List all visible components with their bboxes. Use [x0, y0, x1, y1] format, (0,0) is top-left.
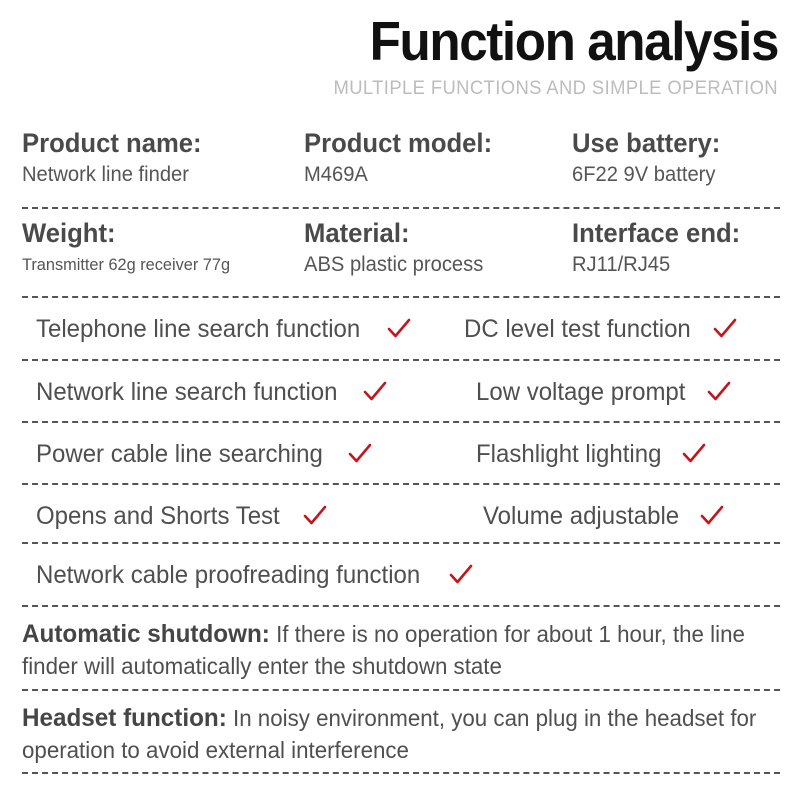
check-icon	[448, 562, 474, 588]
spec-cell-product-model: Product model: M469A	[304, 126, 572, 190]
check-icon	[362, 379, 388, 405]
feature-item: Opens and Shorts Test	[22, 501, 437, 531]
feature-item: Volume adjustable	[437, 501, 780, 531]
spec-label: Interface end:	[572, 218, 741, 248]
feature-row: Network line search function Low voltage…	[22, 361, 780, 423]
spec-cell-use-battery: Use battery: 6F22 9V battery	[572, 126, 780, 190]
feature-item: Network line search function	[22, 377, 446, 407]
feature-label: Flashlight lighting	[476, 440, 662, 468]
spec-value: M469A	[304, 163, 368, 186]
check-icon	[712, 316, 738, 342]
check-icon	[699, 503, 725, 529]
spec-cell-weight: Weight: Transmitter 62g receiver 77g	[22, 216, 304, 280]
header: Function analysis MULTIPLE FUNCTIONS AND…	[0, 0, 800, 102]
feature-label: Volume adjustable	[483, 502, 680, 530]
spec-label: Material:	[304, 218, 410, 248]
check-icon	[302, 503, 328, 529]
paragraph-body: If there is no operation for about 1 hou…	[22, 621, 745, 679]
feature-label: Power cable line searching	[36, 440, 323, 468]
spec-value: ABS plastic process	[304, 253, 484, 276]
divider	[22, 296, 780, 298]
headset-function-block: Headset function: In noisy environment, …	[22, 702, 780, 766]
divider	[22, 772, 780, 774]
divider	[22, 689, 780, 691]
spec-label: Product name:	[22, 128, 202, 158]
spec-value: Network line finder	[22, 163, 189, 186]
spec-row-1: Product name: Network line finder Produc…	[22, 126, 780, 190]
check-icon	[347, 441, 373, 467]
automatic-shutdown-block: Automatic shutdown: If there is no opera…	[22, 618, 780, 682]
feature-label: Network line search function	[36, 378, 338, 406]
paragraph-title: Headset function:	[22, 704, 227, 732]
feature-row: Telephone line search function DC level …	[22, 298, 780, 360]
feature-row: Opens and Shorts Test Volume adjustable	[22, 485, 780, 547]
divider	[22, 542, 780, 544]
feature-item: Telephone line search function	[22, 314, 464, 344]
spec-row-2: Weight: Transmitter 62g receiver 77g Mat…	[22, 216, 780, 280]
feature-item: Flashlight lighting	[446, 439, 780, 469]
feature-label: Opens and Shorts Test	[36, 502, 280, 530]
check-icon	[706, 379, 732, 405]
feature-item: Power cable line searching	[22, 439, 446, 469]
feature-item: DC level test function	[464, 314, 780, 344]
spec-value: RJ11/RJ45	[572, 253, 671, 276]
page-title: Function analysis	[369, 10, 780, 72]
feature-item: Network cable proofreading function	[22, 560, 474, 590]
paragraph-title: Automatic shutdown:	[22, 620, 270, 648]
feature-label: Telephone line search function	[36, 315, 361, 343]
divider	[22, 207, 780, 209]
divider	[22, 483, 780, 485]
spec-cell-product-name: Product name: Network line finder	[22, 126, 304, 190]
spec-label: Weight:	[22, 218, 116, 248]
page-subtitle: MULTIPLE FUNCTIONS AND SIMPLE OPERATION	[333, 78, 778, 99]
spec-cell-interface-end: Interface end: RJ11/RJ45	[572, 216, 780, 280]
paragraph-body: In noisy environment, you can plug in th…	[22, 705, 757, 763]
feature-label: DC level test function	[463, 315, 691, 343]
feature-item: Low voltage prompt	[446, 377, 780, 407]
spec-value: Transmitter 62g receiver 77g	[22, 255, 231, 274]
paragraph: Headset function: In noisy environment, …	[22, 702, 757, 766]
divider	[22, 359, 780, 361]
paragraph: Automatic shutdown: If there is no opera…	[22, 618, 757, 682]
feature-label: Network cable proofreading function	[36, 561, 421, 589]
check-icon	[681, 441, 707, 467]
spec-label: Use battery:	[572, 128, 721, 158]
spec-label: Product model:	[304, 128, 493, 158]
feature-row: Network cable proofreading function	[22, 544, 780, 606]
check-icon	[386, 316, 412, 342]
divider	[22, 605, 780, 607]
spec-value: 6F22 9V battery	[572, 163, 716, 186]
spec-cell-material: Material: ABS plastic process	[304, 216, 572, 280]
feature-row: Power cable line searching Flashlight li…	[22, 423, 780, 485]
feature-label: Low voltage prompt	[476, 378, 686, 406]
divider	[22, 421, 780, 423]
